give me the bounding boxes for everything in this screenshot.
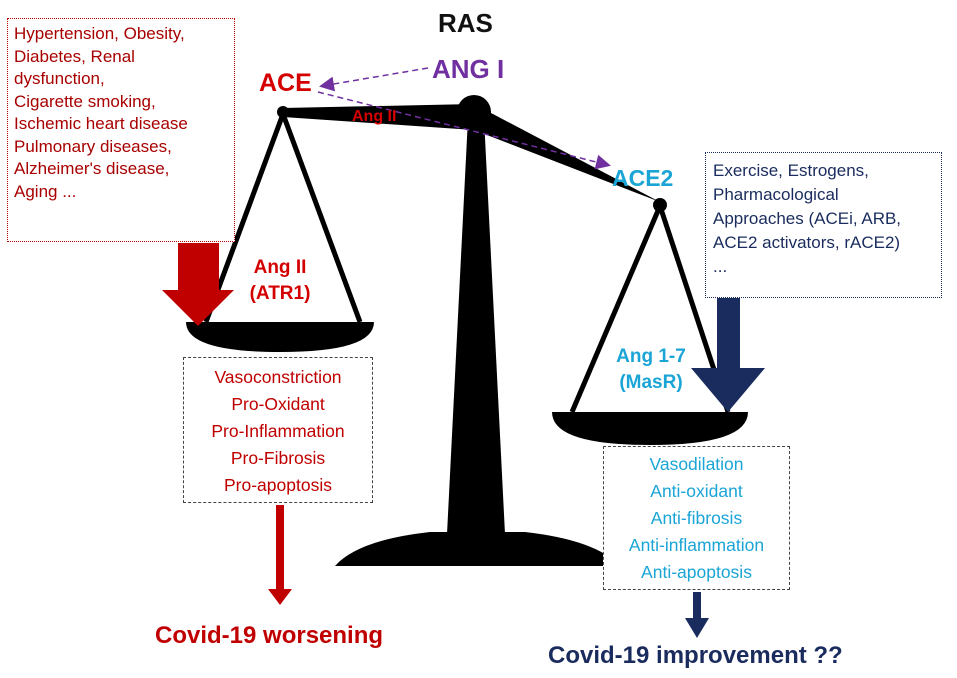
ace-label: ACE xyxy=(259,69,312,97)
risk-factor-line: Aging ... xyxy=(14,181,77,201)
worsening-arrow-head xyxy=(268,589,292,605)
outcome-improvement: Covid-19 improvement ?? xyxy=(548,642,843,669)
protective-factor-line: Pharmacological xyxy=(713,185,839,204)
harmful-effect-line: Vasoconstriction xyxy=(214,367,342,387)
ace2-label: ACE2 xyxy=(612,165,674,191)
protective-effect-line: Anti-oxidant xyxy=(650,481,743,501)
left-pan xyxy=(186,322,374,352)
ang1-to-ace-arrow xyxy=(319,67,429,92)
scale-beam xyxy=(283,104,660,202)
protective-factor-line: ACE2 activators, rACE2) xyxy=(713,233,901,252)
risk-factors-box: Hypertension, Obesity, Diabetes, Renal d… xyxy=(7,18,235,242)
worsening-arrow-shaft xyxy=(276,505,284,591)
risk-factors-arrow xyxy=(162,243,234,326)
left-pan-label-line1: Ang II xyxy=(253,257,307,278)
protective-factors-box: Exercise, Estrogens, Pharmacological App… xyxy=(705,152,942,298)
harmful-effect-line: Pro-apoptosis xyxy=(224,475,332,495)
risk-factor-line: Hypertension, Obesity, xyxy=(14,24,185,43)
protective-factors-arrow xyxy=(691,297,765,412)
left-pan-label-line2: (ATR1) xyxy=(249,283,311,304)
risk-factor-line: Alzheimer's disease, xyxy=(14,159,170,178)
protective-effect-line: Anti-apoptosis xyxy=(641,562,752,582)
protective-effect-line: Anti-inflammation xyxy=(628,535,765,555)
ang1-label: ANG I xyxy=(432,54,505,84)
harmful-effect-line: Pro-Fibrosis xyxy=(230,448,326,468)
protective-effect-line: Vasodilation xyxy=(649,454,744,474)
diagram-title: RAS xyxy=(438,8,493,38)
protective-effects-box: Vasodilation Anti-oxidant Anti-fibrosis … xyxy=(603,446,790,590)
risk-factor-line: Diabetes, Renal xyxy=(14,46,135,66)
scale-pillar xyxy=(447,118,505,534)
risk-factor-line: Ischemic heart disease xyxy=(14,114,188,133)
ang2-beam-label: Ang II xyxy=(352,108,397,125)
protective-factor-line: Approaches (ACEi, ARB, xyxy=(713,209,902,228)
risk-factor-line: Cigarette smoking, xyxy=(14,91,156,111)
left-pan-label: Ang II (ATR1) xyxy=(230,255,330,307)
left-string-b xyxy=(280,113,363,323)
outcome-worsening: Covid-19 worsening xyxy=(155,622,384,649)
harmful-effect-line: Pro-Oxidant xyxy=(231,394,325,414)
right-pan-label-line2: (MasR) xyxy=(619,372,683,393)
right-pan xyxy=(552,412,748,445)
protective-factor-line: ... xyxy=(713,257,728,276)
improvement-arrow-shaft xyxy=(693,592,701,620)
harmful-effect-line: Pro-Inflammation xyxy=(211,421,345,441)
improvement-arrow-head xyxy=(685,618,709,638)
scale-base xyxy=(335,532,620,566)
protective-effect-line: Anti-fibrosis xyxy=(650,508,743,528)
right-pan-label: Ang 1-7 (MasR) xyxy=(592,344,710,396)
right-string-a xyxy=(569,205,663,413)
risk-factor-line: dysfunction, xyxy=(14,69,105,88)
risk-factor-line: Pulmonary diseases, xyxy=(14,136,172,156)
harmful-effects-box: Vasoconstriction Pro-Oxidant Pro-Inflamm… xyxy=(183,357,373,503)
right-pan-label-line1: Ang 1-7 xyxy=(616,346,686,367)
protective-factor-line: Exercise, Estrogens, xyxy=(713,161,869,180)
